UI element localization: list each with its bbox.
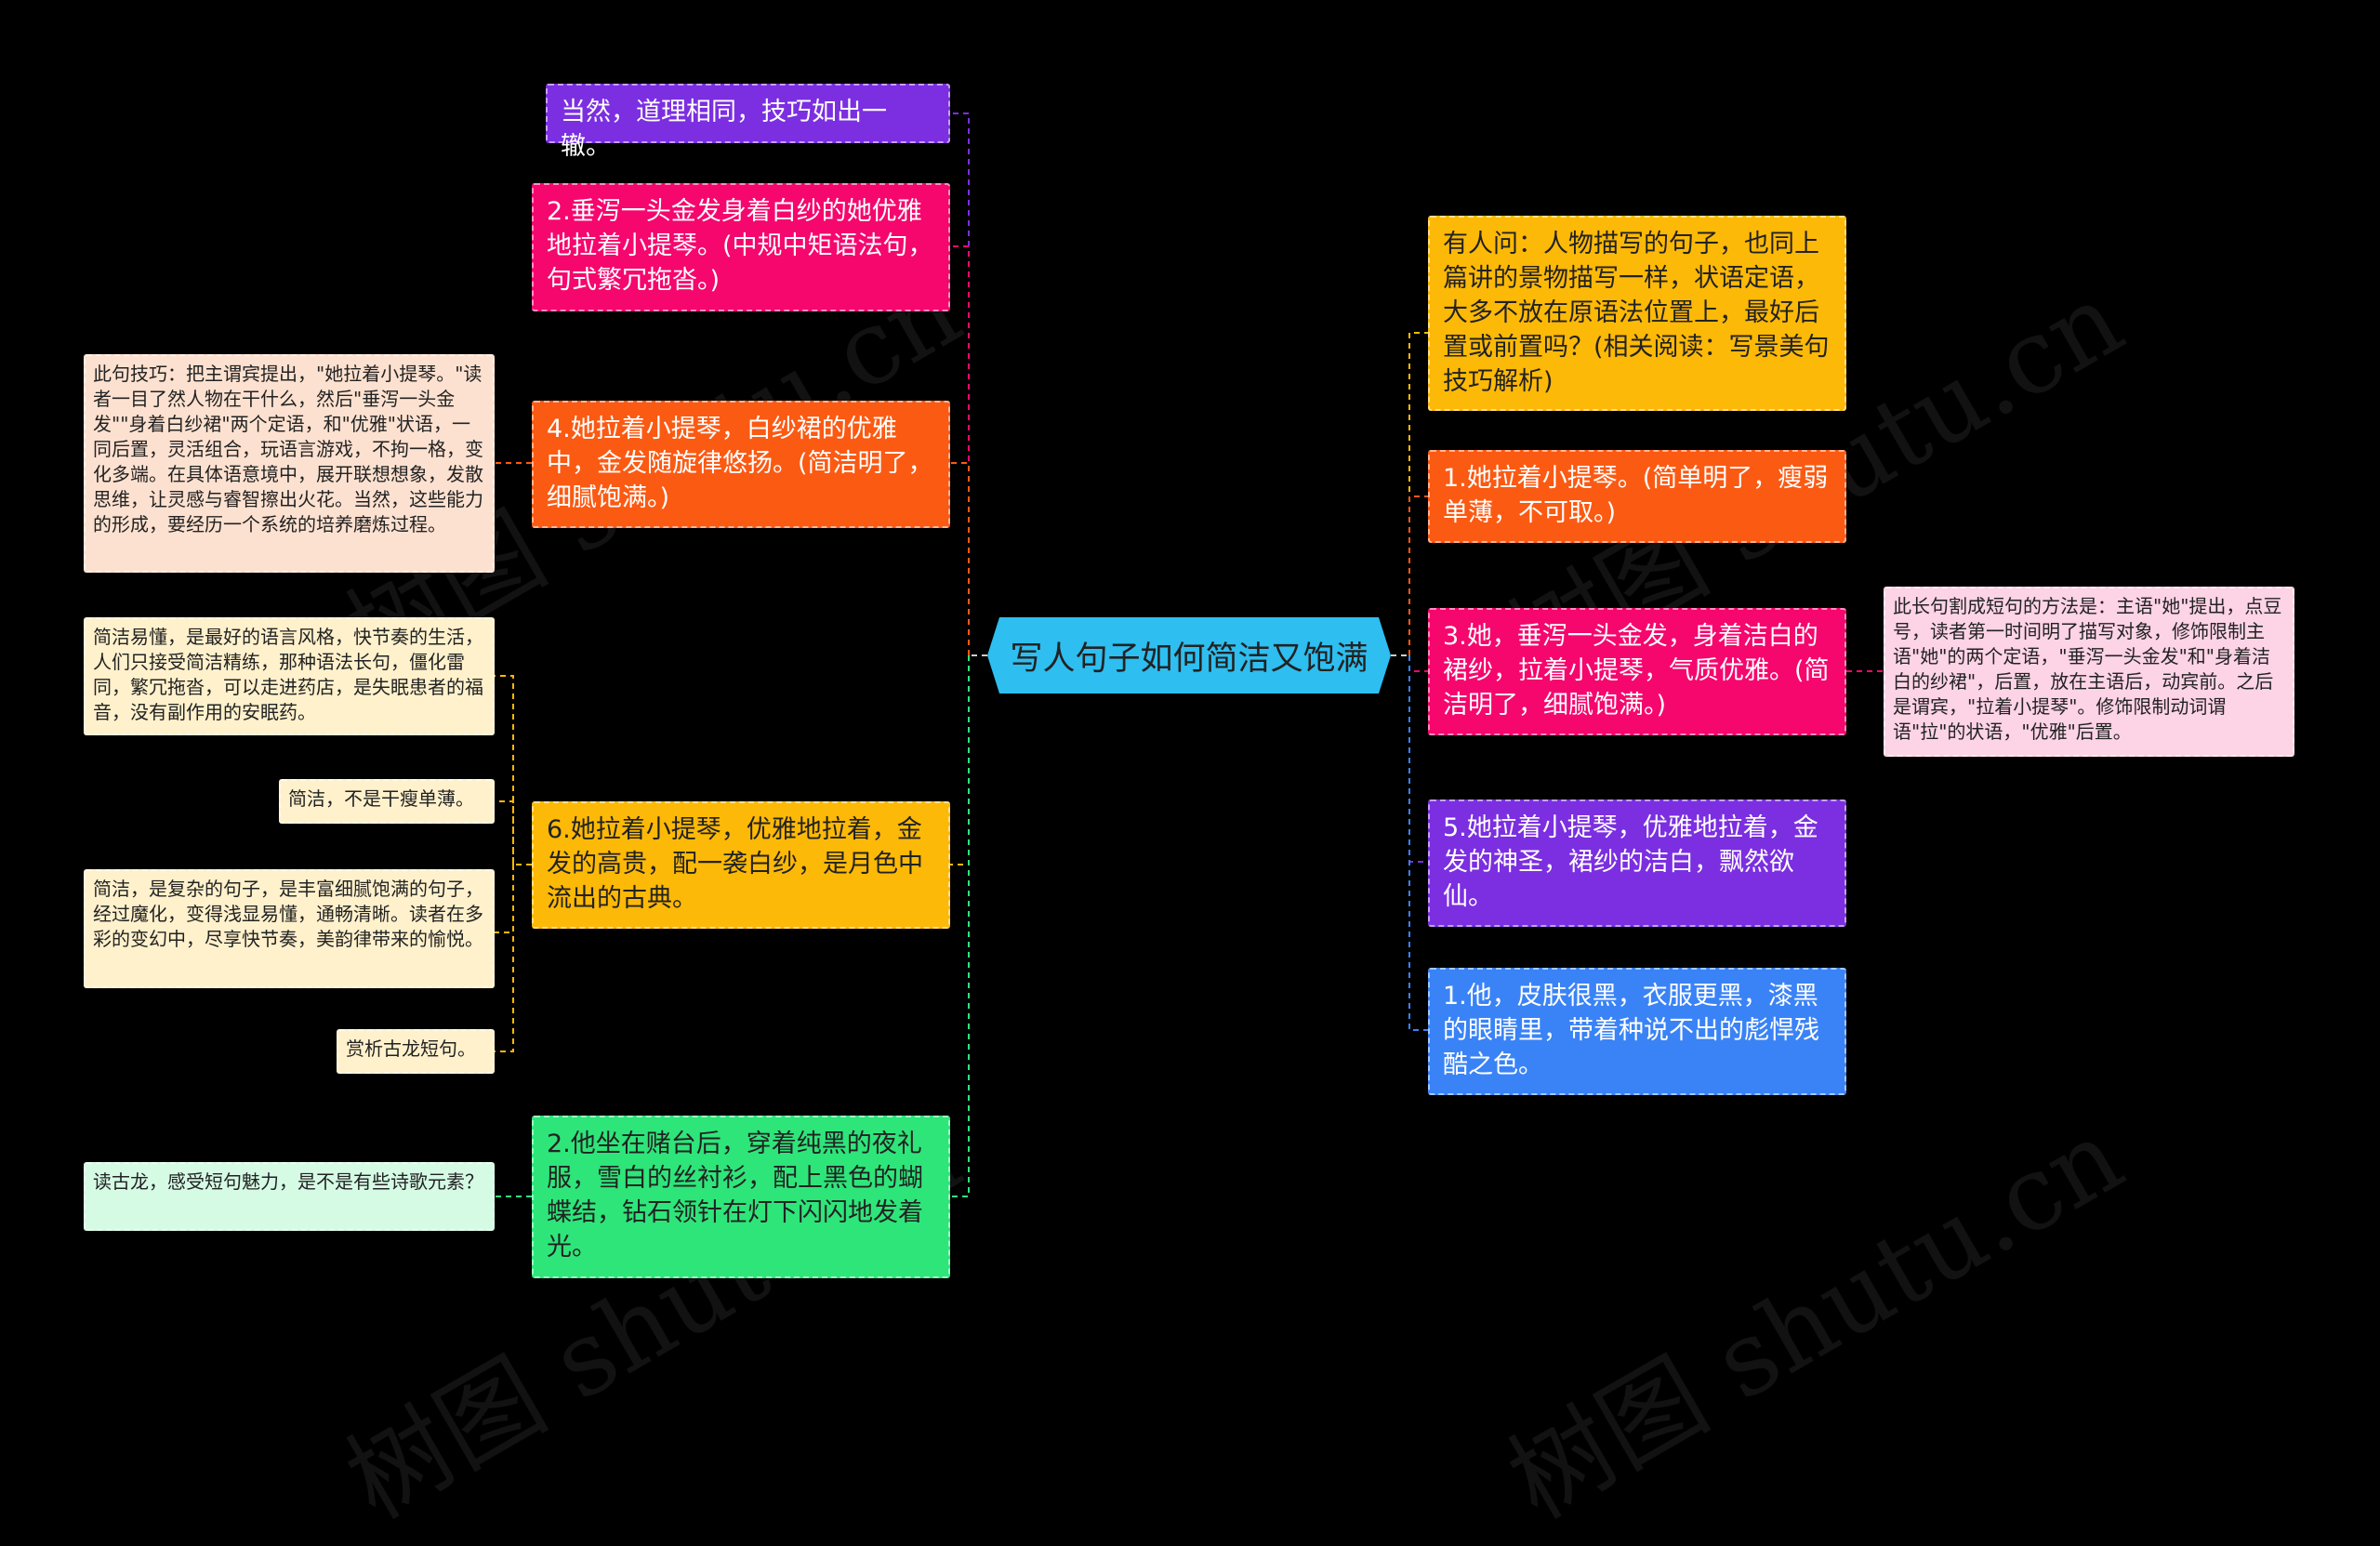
right-branch-node[interactable]: 1.她拉着小提琴。(简单明了，瘦弱单薄，不可取。)	[1428, 450, 1846, 543]
note-box: 赏析古龙短句。	[337, 1029, 495, 1074]
note-box: 读古龙，感受短句魅力，是不是有些诗歌元素？	[84, 1162, 495, 1231]
right-branch-node[interactable]: 3.她，垂泻一头金发，身着洁白的裙纱，拉着小提琴，气质优雅。(简洁明了，细腻饱满…	[1428, 608, 1846, 735]
left-branch-node[interactable]: 当然，道理相同，技巧如出一辙。	[546, 84, 950, 161]
right-branch-node[interactable]: 5.她拉着小提琴，优雅地拉着，金发的神圣，裙纱的洁白，飘然欲仙。	[1428, 799, 1846, 927]
left-branch-node[interactable]: 2.垂泻一头金发身着白纱的她优雅地拉着小提琴。(中规中矩语法句，句式繁冗拖沓。)	[532, 183, 950, 311]
left-branch-node[interactable]: 6.她拉着小提琴，优雅地拉着，金发的高贵，配一袭白纱，是月色中流出的古典。	[532, 801, 950, 929]
note-box: 此长句割成短句的方法是：主语"她"提出，点豆号，读者第一时间明了描写对象，修饰限…	[1884, 587, 2294, 757]
note-box: 简洁，不是干瘦单薄。	[279, 779, 495, 824]
right-branch-node[interactable]: 1.他，皮肤很黑，衣服更黑，漆黑的眼睛里，带着种说不出的彪悍残酷之色。	[1428, 968, 1846, 1095]
connector-lines	[495, 112, 1884, 1197]
left-branch-node[interactable]: 2.他坐在赌台后，穿着纯黑的夜礼服，雪白的丝衬衫，配上黑色的蝴蝶结，钻石领针在灯…	[532, 1116, 950, 1278]
central-topic[interactable]: 写人句子如何简洁又饱满	[987, 617, 1391, 694]
right-branch-node[interactable]: 有人问：人物描写的句子，也同上篇讲的景物描写一样，状语定语，大多不放在原语法位置…	[1428, 216, 1846, 411]
left-branch-node[interactable]: 4.她拉着小提琴，白纱裙的优雅中，金发随旋律悠扬。(简洁明了，细腻饱满。)	[532, 401, 950, 528]
note-box: 简洁易懂，是最好的语言风格，快节奏的生活，人们只接受简洁精练，那种语法长句，僵化…	[84, 617, 495, 735]
note-box: 此句技巧：把主谓宾提出，"她拉着小提琴。"读者一目了然人物在干什么，然后"垂泻一…	[84, 354, 495, 573]
note-box: 简洁，是复杂的句子，是丰富细腻饱满的句子，经过魔化，变得浅显易懂，通畅清晰。读者…	[84, 869, 495, 988]
